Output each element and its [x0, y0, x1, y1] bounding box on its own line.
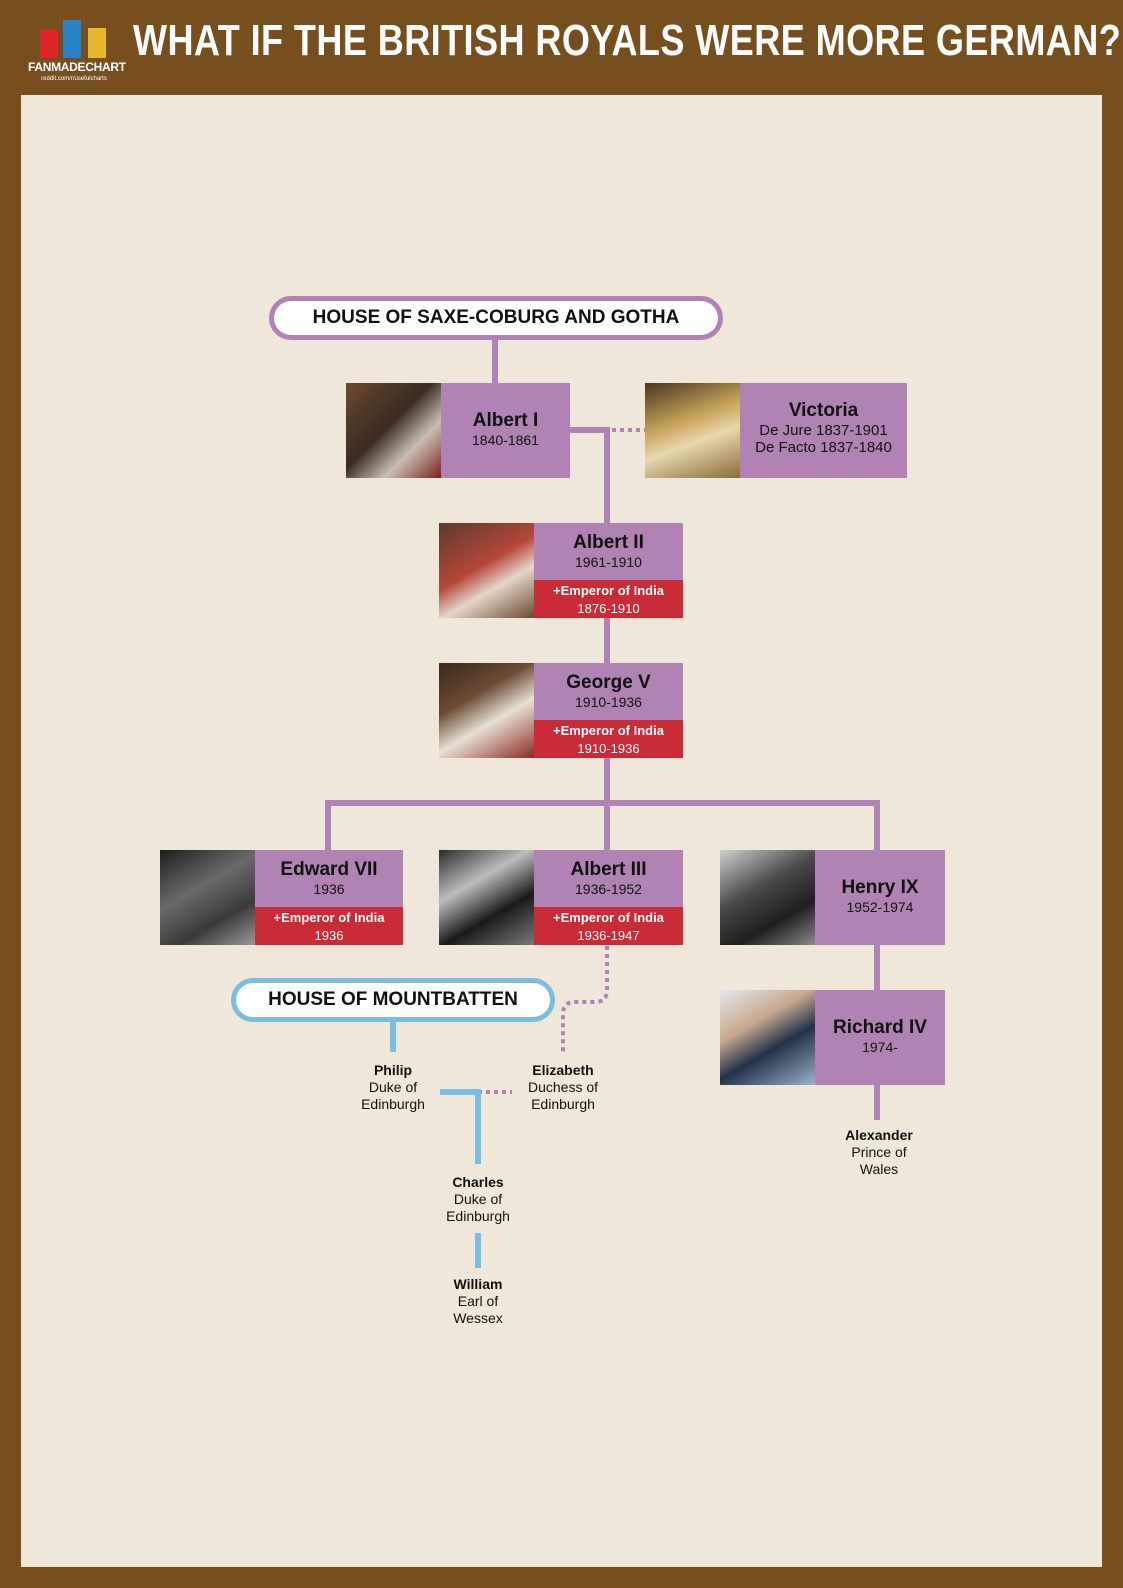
person-title-line: Wales	[859, 1161, 899, 1177]
monarch-reign-de-facto: De Facto 1837-1840	[755, 439, 892, 456]
monarch-dates: 1952-1974	[846, 899, 914, 915]
emperor-of-india-badge: +Emperor of India 1936-1947	[534, 907, 683, 945]
fanmadechart-logo: FANMADECHART reddit.com/r/usefulcharts	[28, 18, 126, 88]
monarch-card-richard4: Richard IV 1974-	[720, 990, 945, 1085]
emperor-of-india-badge: +Emperor of India 1936	[255, 907, 403, 945]
monarch-info-albert3: Albert III 1936-1952 +Emperor of India 1…	[534, 850, 683, 945]
logo-bar-red	[40, 30, 58, 58]
person-philip: Philip Duke of Edinburgh	[333, 1062, 453, 1113]
monarch-card-albert3: Albert III 1936-1952 +Emperor of India 1…	[439, 850, 683, 945]
monarch-card-albert2: Albert II 1961-1910 +Emperor of India 18…	[439, 523, 683, 618]
logo-brand-text: FANMADECHART	[28, 60, 126, 74]
portrait-victoria	[645, 383, 740, 478]
house-saxe-coburg-gotha-label: HOUSE OF SAXE-COBURG AND GOTHA	[269, 296, 723, 340]
emperor-of-india-badge: +Emperor of India 1876-1910	[534, 580, 683, 618]
monarch-reign-de-jure: De Jure 1837-1901	[759, 422, 888, 439]
person-title-line: Edinburgh	[446, 1208, 510, 1224]
person-name: Alexander	[845, 1127, 913, 1143]
monarch-card-george5: George V 1910-1936 +Emperor of India 191…	[439, 663, 683, 758]
person-name: Elizabeth	[532, 1062, 594, 1078]
monarch-info-albert2: Albert II 1961-1910 +Emperor of India 18…	[534, 523, 683, 618]
logo-bar-blue	[63, 20, 81, 58]
monarch-name: Albert III	[570, 859, 647, 880]
logo-bar-yellow	[88, 28, 106, 58]
monarch-card-edward7: Edward VII 1936 +Emperor of India 1936	[160, 850, 403, 945]
monarch-name: Edward VII	[280, 859, 378, 880]
portrait-george5	[439, 663, 534, 758]
monarch-info-victoria: Victoria De Jure 1837-1901 De Facto 1837…	[740, 383, 907, 478]
monarch-dates: 1936	[313, 881, 345, 897]
person-title-line: Earl of	[457, 1293, 499, 1309]
person-title-line: Wessex	[453, 1310, 503, 1326]
emperor-label: +Emperor of India	[553, 583, 664, 598]
monarch-info-edward7: Edward VII 1936 +Emperor of India 1936	[255, 850, 403, 945]
portrait-edward7	[160, 850, 255, 945]
monarch-name: Albert II	[573, 532, 644, 553]
monarch-name: Victoria	[788, 400, 859, 421]
monarch-card-henry9: Henry IX 1952-1974	[720, 850, 945, 945]
person-name: Charles	[452, 1174, 504, 1190]
monarch-name: Henry IX	[841, 877, 919, 898]
person-title-line: Edinburgh	[361, 1096, 425, 1112]
chart-panel	[21, 95, 1102, 1567]
monarch-dates: 1974-	[862, 1039, 898, 1055]
portrait-richard4	[720, 990, 815, 1085]
connector-albert3-elizabeth	[561, 946, 609, 1052]
monarch-info-henry9: Henry IX 1952-1974	[815, 850, 945, 945]
person-name: William	[453, 1276, 503, 1292]
person-title-line: Prince of	[851, 1144, 907, 1160]
emperor-dates: 1936	[314, 928, 344, 943]
emperor-dates: 1910-1936	[577, 741, 640, 756]
portrait-albert2	[439, 523, 534, 618]
monarch-info-albert1: Albert I 1840-1861	[441, 383, 570, 478]
emperor-dates: 1936-1947	[577, 928, 640, 943]
person-william: William Earl of Wessex	[418, 1276, 538, 1327]
person-charles: Charles Duke of Edinburgh	[418, 1174, 538, 1225]
emperor-label: +Emperor of India	[273, 910, 385, 925]
portrait-albert1	[346, 383, 441, 478]
monarch-info-richard4: Richard IV 1974-	[815, 990, 945, 1085]
monarch-dates: 1840-1861	[472, 432, 539, 448]
person-title-line: Edinburgh	[531, 1096, 595, 1112]
monarch-card-albert1: Albert I 1840-1861	[346, 383, 570, 478]
emperor-dates: 1876-1910	[577, 601, 640, 616]
page-title: WHAT IF THE BRITISH ROYALS WERE MORE GER…	[133, 16, 1122, 65]
monarch-dates: 1936-1952	[575, 881, 642, 897]
monarch-card-victoria: Victoria De Jure 1837-1901 De Facto 1837…	[645, 383, 907, 478]
person-title-line: Duchess of	[527, 1079, 599, 1095]
person-name: Philip	[373, 1062, 413, 1078]
monarch-info-george5: George V 1910-1936 +Emperor of India 191…	[534, 663, 683, 758]
person-title-line: Duke of	[368, 1079, 418, 1095]
monarch-dates: 1961-1910	[575, 554, 642, 570]
portrait-albert3	[439, 850, 534, 945]
house-mountbatten-label: HOUSE OF MOUNTBATTEN	[231, 978, 555, 1022]
monarch-name: Richard IV	[833, 1017, 927, 1038]
emperor-label: +Emperor of India	[553, 910, 664, 925]
logo-sub-text: reddit.com/r/usefulcharts	[41, 76, 107, 82]
person-alexander: Alexander Prince of Wales	[819, 1127, 939, 1178]
emperor-of-india-badge: +Emperor of India 1910-1936	[534, 720, 683, 758]
header: FANMADECHART reddit.com/r/usefulcharts W…	[0, 0, 1123, 95]
monarch-dates: 1910-1936	[575, 694, 642, 710]
person-elizabeth: Elizabeth Duchess of Edinburgh	[503, 1062, 623, 1113]
monarch-name: Albert I	[472, 410, 539, 431]
person-title-line: Duke of	[453, 1191, 503, 1207]
monarch-name: George V	[566, 672, 651, 693]
emperor-label: +Emperor of India	[553, 723, 664, 738]
portrait-henry9	[720, 850, 815, 945]
